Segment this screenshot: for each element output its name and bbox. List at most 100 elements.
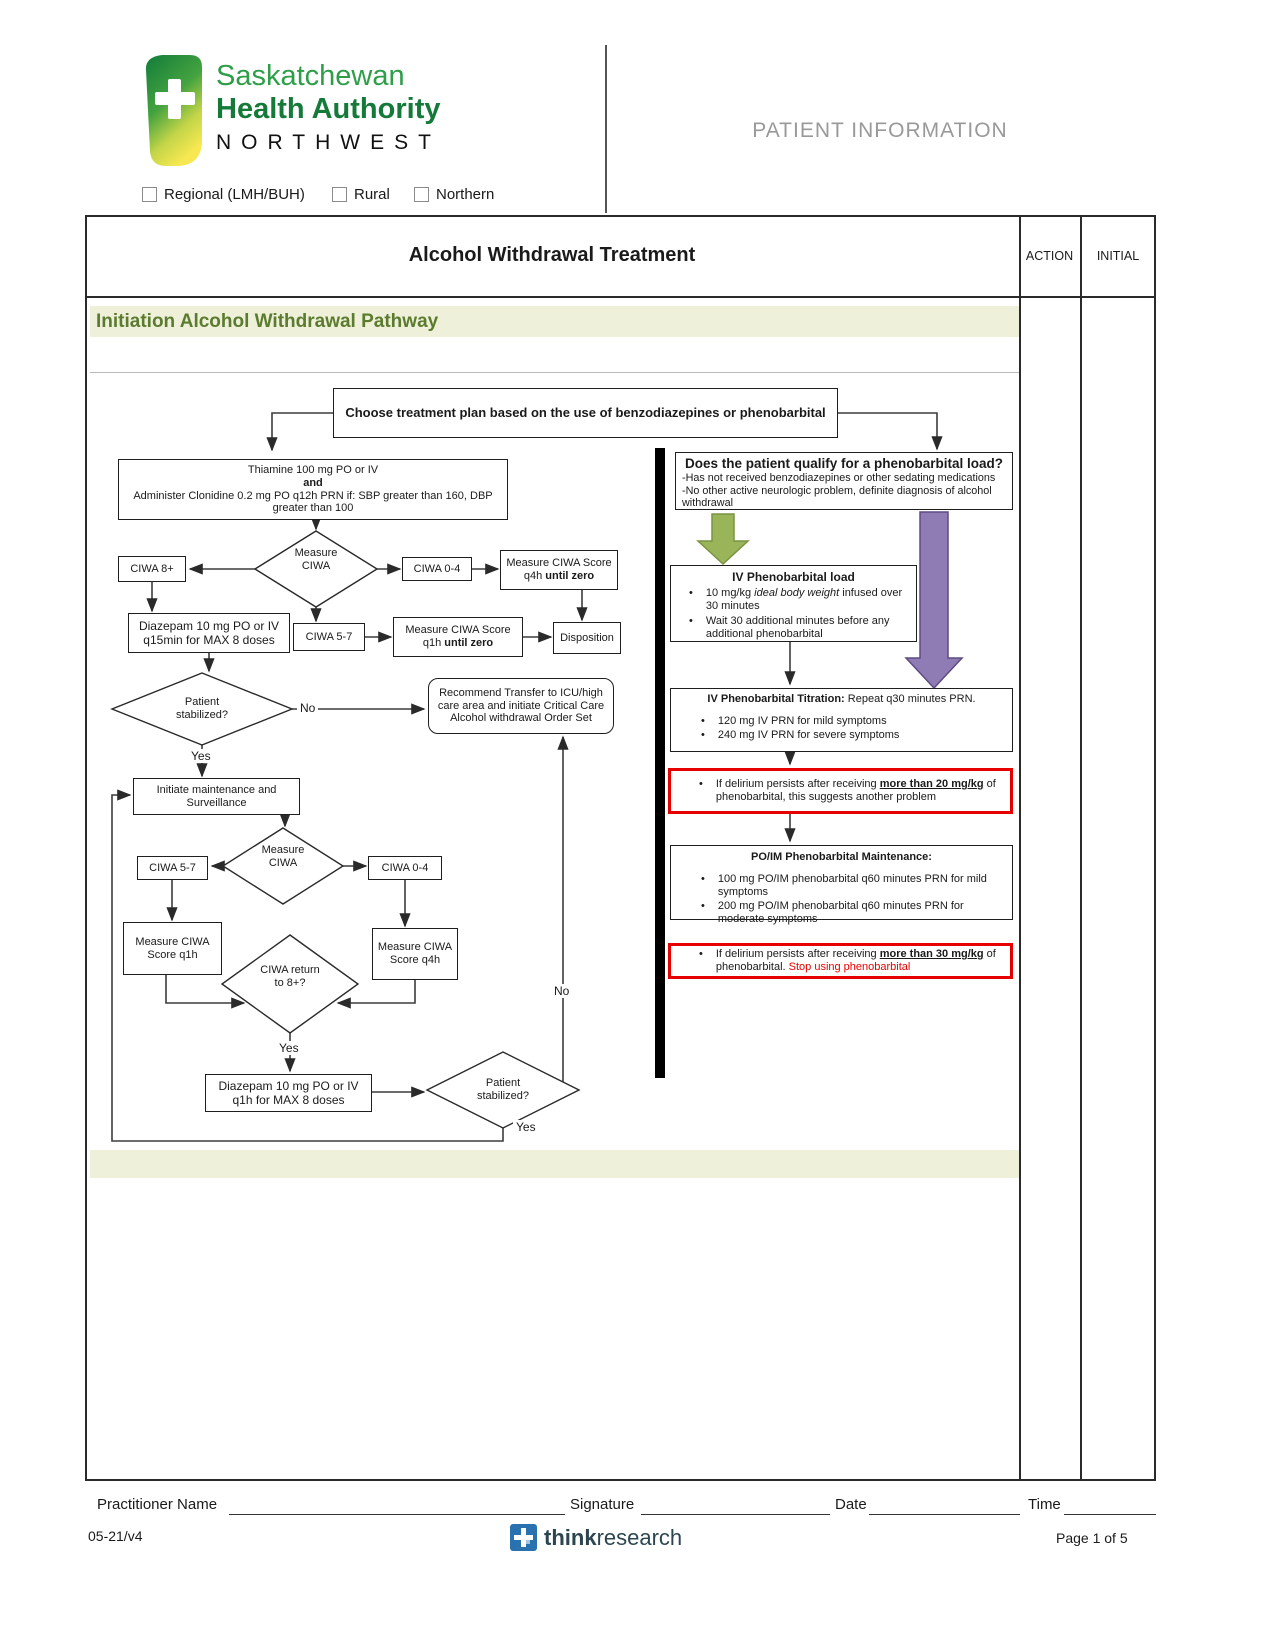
action-column-header: ACTION [1025,249,1074,263]
ciwa-0-4-text: CIWA 0-4 [413,562,461,575]
header-row-line [85,296,1156,298]
thiamine-line2: and [303,476,323,489]
q1h-line2: q1h until zero [422,637,494,649]
titration-bullet-1: •120 mg IV PRN for mild symptoms [701,714,887,727]
po-im-maintenance-box: PO/IM Phenobarbital Maintenance: •100 mg… [670,845,1013,925]
rural-checkbox[interactable] [332,187,347,202]
titration-bullet-2: •240 mg IV PRN for severe symptoms [701,728,900,741]
transfer-icu-box: Recommend Transfer to ICU/high care area… [428,678,614,734]
regional-checkbox-label: Regional (LMH/BUH) [164,186,305,203]
ciwa-0-4-box-2: CIWA 0-4 [368,856,442,880]
diazepam15-line1: Diazepam 10 mg PO or IV [138,618,280,633]
delirium-20-bullet: • If delirium persists after receiving m… [699,778,996,803]
titration-title: IV Phenobarbital Titration: Repeat q30 m… [707,693,976,705]
choose-treatment-box: Choose treatment plan based on the use o… [333,388,838,438]
qualify-line2: -No other active neurologic problem, def… [682,484,992,510]
measure-ciwa-q1h-box: Measure CIWA Score q1h [123,922,222,975]
northern-checkbox-label: Northern [436,186,495,203]
time-field[interactable] [1064,1496,1156,1515]
initial-column-line [1080,215,1082,1481]
logo-line-health-authority: Health Authority [216,93,441,125]
measure-ciwa-q1h-text: Measure CIWA Score q1h [135,935,210,961]
time-label: Time [1028,1496,1061,1513]
patient-stabilized-label-2: Patient stabilized? [477,1077,529,1102]
yes-label-1: Yes [188,749,214,763]
initiate-maintenance-box: Initiate maintenance and Surveillance [133,778,300,815]
transfer-icu-text: Recommend Transfer to ICU/high care area… [437,686,605,725]
flowchart-top-rule [90,372,1019,373]
initiate-maintenance-text: Initiate maintenance and Surveillance [156,783,277,809]
yes-label-2: Yes [276,1041,302,1055]
ciwa-5-7-text-2: CIWA 5-7 [149,861,196,874]
qualify-line1: -Has not received benzodiazepines or oth… [682,471,996,484]
section-header-bar: Initiation Alcohol Withdrawal Pathway [90,306,1019,337]
ciwa-q1h-until-zero-box: Measure CIWA Score q1h until zero [393,617,523,657]
diazepamq1h-line1: Diazepam 10 mg PO or IV [218,1078,359,1093]
q1h-line1: Measure CIWA Score [405,624,511,637]
yes-label-3: Yes [513,1120,539,1134]
ciwa-0-4-text-2: CIWA 0-4 [381,861,429,874]
ciwa-8-text: CIWA 8+ [130,562,174,575]
logo-line-saskatchewan: Saskatchewan [216,60,405,92]
phenobarbital-qualify-box: Does the patient qualify for a phenobarb… [675,452,1013,510]
form-table-border [85,215,1156,1481]
brand-research: research [596,1525,683,1550]
logo-line-northwest: NORTHWEST [216,131,441,154]
measure-ciwa-q4h-text: Measure CIWA Score q4h [377,941,453,966]
checkbox-group-regional: Regional (LMH/BUH) [142,186,305,203]
patient-information-label: PATIENT INFORMATION [752,119,1008,142]
maintenance-bullet-2: •200 mg PO/IM phenobarbital q60 minutes … [701,899,964,925]
ciwa-5-7-text-1: CIWA 5-7 [305,630,353,643]
header-divider [605,45,607,213]
delirium-30-bullet: • If delirium persists after receiving m… [699,948,996,973]
ciwa-q4h-until-zero-box: Measure CIWA Score q4h until zero [500,550,618,590]
signature-field[interactable] [641,1496,830,1515]
ciwa-0-4-box: CIWA 0-4 [402,557,472,581]
initial-column-header: INITIAL [1096,249,1140,263]
date-label: Date [835,1496,867,1513]
no-label-1: No [297,701,319,715]
maintenance-title: PO/IM Phenobarbital Maintenance: [751,851,932,863]
disposition-box: Disposition [553,622,621,654]
thinkresearch-brand: thinkresearch [510,1524,682,1551]
patient-stabilized-label-1: Patient stabilized? [176,696,228,721]
section-title: Initiation Alcohol Withdrawal Pathway [96,311,439,332]
ciwa-5-7-box-1: CIWA 5-7 [293,623,365,651]
northern-checkbox[interactable] [414,187,429,202]
measure-ciwa-q4h-box: Measure CIWA Score q4h [372,928,458,980]
brand-think: think [544,1525,597,1550]
thiamine-line1: Thiamine 100 mg PO or IV [247,463,379,476]
load-title: IV Phenobarbital load [732,570,855,584]
ciwa-8-box: CIWA 8+ [118,556,186,582]
form-title: Alcohol Withdrawal Treatment [408,244,696,266]
qualify-title: Does the patient qualify for a phenobarb… [684,456,1004,471]
thiamine-box: Thiamine 100 mg PO or IV and Administer … [118,459,508,520]
maintenance-bullet-1: •100 mg PO/IM phenobarbital q60 minutes … [701,872,987,898]
checkbox-group-rural: Rural [332,186,390,203]
delirium-30mgkg-alert-box: • If delirium persists after receiving m… [668,943,1013,979]
section-bar-empty [90,1150,1019,1178]
diazepamq1h-line2: q1h for MAX 8 doses [232,1093,345,1107]
q4h-line1: Measure CIWA Score [506,557,612,570]
form-version: 05-21/v4 [88,1528,143,1544]
diazepam-q15min-box: Diazepam 10 mg PO or IV q15min for MAX 8… [128,613,290,653]
practitioner-name-field[interactable] [229,1496,565,1515]
logo-wordmark: Saskatchewan Health Authority NORTHWEST [216,60,441,158]
choose-treatment-text: Choose treatment plan based on the use o… [345,405,826,421]
load-bullet-1: • 10 mg/kg ideal body weight infused ove… [689,587,903,613]
rural-checkbox-label: Rural [354,186,390,203]
date-field[interactable] [869,1496,1020,1515]
measure-ciwa-label-2: Measure CIWA [261,844,305,869]
load-bullet-2: •Wait 30 additional minutes before any a… [689,615,890,641]
checkbox-group-northern: Northern [414,186,494,203]
disposition-text: Disposition [560,631,614,644]
ciwa-5-7-box-2: CIWA 5-7 [137,856,208,880]
iv-titration-box: IV Phenobarbital Titration: Repeat q30 m… [670,688,1013,752]
regional-checkbox[interactable] [142,187,157,202]
sha-logo-shield-icon [145,55,202,166]
practitioner-name-label: Practitioner Name [97,1496,218,1513]
page-number: Page 1 of 5 [1056,1530,1128,1546]
thiamine-line3: Administer Clonidine 0.2 mg PO q12h PRN … [133,489,493,515]
thinkresearch-logo-icon [510,1524,537,1551]
